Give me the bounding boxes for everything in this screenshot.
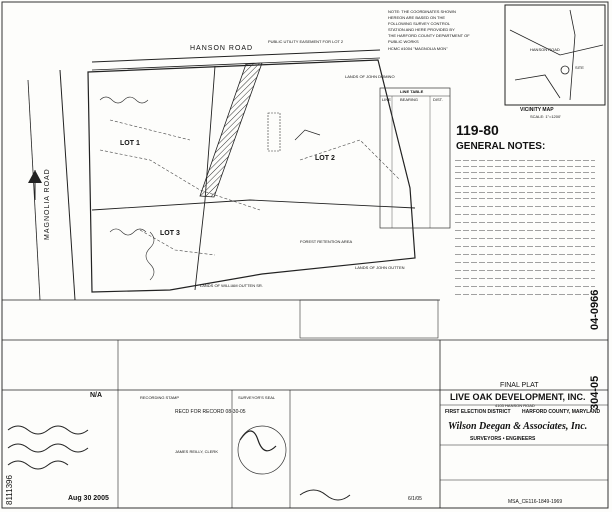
line-table-title: LINE TABLE (400, 89, 424, 94)
magnolia-road-label: MAGNOLIA ROAD (44, 168, 51, 240)
received-for-record: RECD FOR RECORD 08-30-05 (175, 409, 246, 415)
firm-name: Wilson Deegan & Associates, Inc. (448, 421, 588, 432)
note-line (455, 286, 595, 287)
na-mark: N/A (90, 392, 103, 399)
coord-note-6: PUBLIC WORKS (388, 39, 419, 44)
lands-southeast-label: LANDS OF JOHN OUTTEN (355, 265, 405, 270)
book-code: MSA_CE116-1849-1969 (508, 499, 563, 505)
survey-station: HCMC #1004 "MAGNOLIA MON" (388, 46, 448, 51)
note-line (455, 198, 595, 199)
note-line (455, 262, 595, 263)
note-line (455, 294, 595, 295)
stamp-date: 6/1/05 (408, 496, 422, 502)
election-district: FIRST ELECTION DISTRICT (445, 409, 511, 415)
note-line (455, 222, 595, 223)
firm-subtitle: SURVEYORS • ENGINEERS (470, 436, 536, 442)
recording-stamp-label: RECORDING STAMP (140, 395, 180, 400)
utility-easement-label: PUBLIC UTILITY EASEMENT FOR LOT 2 (268, 39, 344, 44)
coord-note-5: THE HARFORD COUNTY DEPARTMENT OF (388, 33, 470, 38)
note-line (455, 178, 595, 179)
note-line (455, 254, 595, 255)
note-line (455, 192, 595, 193)
lot-1-label: LOT 1 (120, 140, 140, 147)
note-line (455, 186, 595, 187)
note-line (455, 238, 595, 239)
general-notes-title: GENERAL NOTES: (456, 141, 546, 152)
note-line (455, 246, 595, 247)
coord-note-1: NOTE: THE COORDINATES SHOWN (388, 9, 456, 14)
lot-3-label: LOT 3 (160, 230, 180, 237)
hanson-road-label: HANSON ROAD (190, 45, 254, 52)
line-table-col-line: LINE (382, 97, 391, 102)
coord-note-3: FOLLOWING SURVEY CONTROL (388, 21, 451, 26)
note-line (455, 270, 595, 271)
vicinity-map-title: VICINITY MAP (520, 107, 554, 113)
final-plat-label: FINAL PLAT (500, 382, 539, 389)
county-label: HARFORD COUNTY, MARYLAND (522, 409, 601, 415)
surveyor-seal-label: SURVEYOR'S SEAL (238, 395, 276, 400)
line-table-col-dist: DIST. (433, 97, 443, 102)
coord-note-2: HEREON ARE BASED ON THE (388, 15, 446, 20)
note-line (455, 214, 595, 215)
clerk-name: JAMES REILLY, CLERK (175, 449, 218, 454)
note-line (455, 230, 595, 231)
company-address: 4103 HANSON ROAD (495, 403, 535, 408)
note-line (455, 278, 595, 279)
note-line (455, 166, 595, 167)
note-line (455, 206, 595, 207)
vicinity-map-scale: SCALE: 1"=1200' (530, 114, 561, 119)
bottom-date: Aug 30 2005 (68, 495, 109, 502)
coord-note-4: STATION AND HERE PROVIDED BY (388, 27, 455, 32)
side-number: 04-0966 (589, 289, 601, 330)
company-name: LIVE OAK DEVELOPMENT, INC. (450, 392, 586, 402)
project-number: 119-80 (456, 122, 499, 138)
vicinity-road-label: HANSON ROAD (530, 47, 560, 52)
sheet-number: 304-05 (589, 375, 601, 410)
lands-east-label: LANDS OF JOHN DOMINO (345, 74, 395, 79)
line-table-col-bearing: BEARING (400, 97, 419, 102)
forest-retention-label: FOREST RETENTION AREA (300, 239, 353, 244)
note-line (455, 172, 595, 173)
vicinity-site-label: SITE (575, 65, 584, 70)
lot-2-label: LOT 2 (315, 155, 335, 162)
file-code: 8111396 (5, 475, 14, 505)
note-line (455, 160, 595, 161)
lands-south-label: LANDS OF WILLIAM OUTTEN SR. (200, 283, 263, 288)
